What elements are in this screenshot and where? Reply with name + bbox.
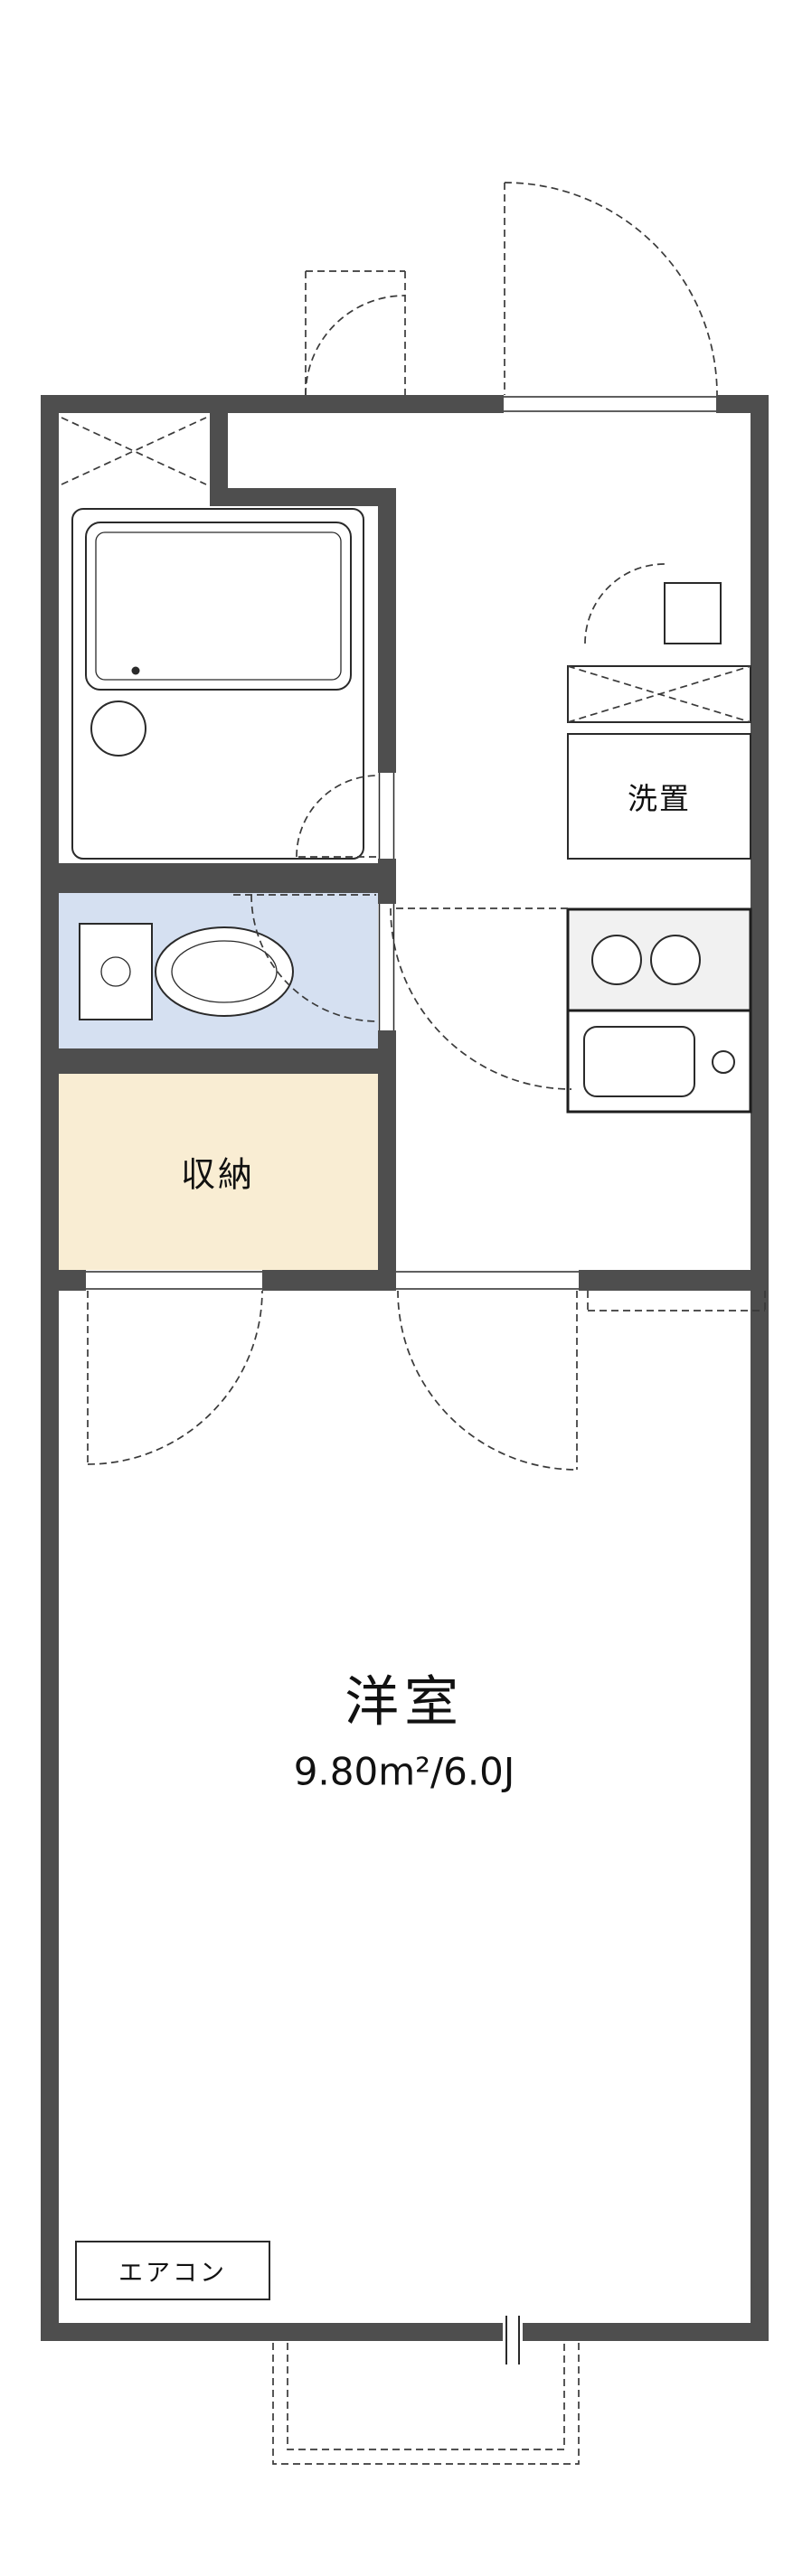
bathtub-drain — [131, 666, 140, 675]
washing-machine-space — [567, 733, 751, 860]
bathroom-door-swing-icon — [296, 775, 379, 858]
kitchen-sink-basin-icon — [583, 1026, 695, 1097]
wall-stub-horizontal — [210, 488, 396, 506]
wall-break-marks — [505, 2316, 520, 2364]
wall-stub-vertical — [210, 395, 228, 506]
stove-burner-right-icon — [650, 935, 701, 985]
storage-room-floor — [59, 1074, 378, 1270]
unit-bath — [71, 508, 364, 860]
kitchen-faucet-icon — [712, 1050, 735, 1074]
toilet-bowl-icon — [155, 926, 294, 1017]
wall-divider-middle — [262, 1270, 396, 1291]
air-conditioner-box — [75, 2241, 270, 2300]
laundry-label: 洗置 — [628, 781, 691, 816]
wall-divider-right — [579, 1270, 769, 1291]
wall-break-gap — [503, 2321, 523, 2343]
crossed-storage-diagonals — [567, 665, 751, 723]
entrance-door-swing-icon — [504, 182, 718, 396]
wall-bottom — [41, 2323, 769, 2341]
toilet-seat-icon — [171, 940, 278, 1003]
room-door-swing-icon — [397, 1290, 578, 1471]
wall-bath-toilet — [41, 863, 396, 893]
aircon-label: エアコン — [118, 2259, 227, 2288]
wall-left — [41, 395, 59, 2341]
room-area-label: 9.80m²/6.0J — [293, 1749, 515, 1794]
ceiling-storage-cross-icon — [61, 417, 207, 485]
wall-toilet-right — [378, 1030, 396, 1270]
storage-label: 収納 — [180, 1154, 256, 1195]
shoe-cabinet-door-swing-icon — [584, 563, 666, 644]
toilet-flush-button — [100, 956, 131, 987]
balcony-step-outline — [272, 2343, 580, 2465]
crossed-storage-box — [567, 665, 751, 723]
wall-divider-left — [41, 1270, 86, 1291]
wall-top-left — [41, 395, 504, 413]
walls — [41, 395, 769, 2341]
stove-burner-left-icon — [591, 935, 642, 985]
bathtub-inner — [95, 531, 342, 681]
bathtub — [85, 522, 352, 691]
room-name-label: 洋室 — [345, 1670, 464, 1735]
shoe-cabinet-icon — [664, 582, 722, 644]
overhead-cabinet-outline — [587, 1291, 766, 1312]
wall-bath-right-upper — [378, 488, 396, 773]
toilet-tank-icon — [79, 923, 153, 1020]
washbasin-icon — [90, 700, 146, 757]
hallway-door-swing-icon — [390, 907, 572, 1090]
door-opening-lines — [86, 396, 716, 1290]
wall-toilet-storage — [41, 1048, 396, 1074]
window-swing-icon — [305, 270, 406, 396]
wall-right — [751, 395, 769, 2341]
storage-door-swing-icon — [87, 1290, 263, 1465]
toilet-door-swing-icon — [233, 894, 379, 1022]
